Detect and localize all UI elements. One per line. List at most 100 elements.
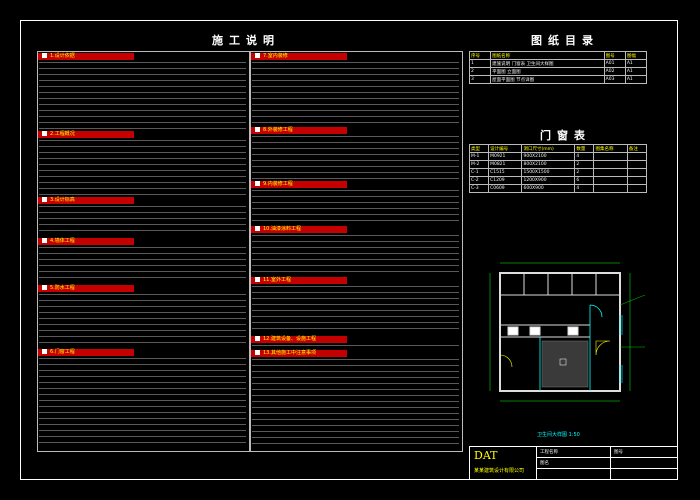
note-rule-line (252, 178, 459, 179)
note-rule-line (39, 86, 246, 87)
note-rule-line (252, 359, 459, 360)
note-rule-line (39, 364, 246, 365)
cell: 4 (574, 184, 595, 193)
door-header: 类型 (468, 144, 490, 153)
section-header: 13.其他施工中注意事项 (251, 350, 347, 357)
cell: C1209 (488, 176, 523, 185)
cell (626, 184, 648, 193)
section-title: 3.设计标高 (50, 197, 75, 203)
note-rule-line (252, 322, 459, 323)
note-rule-line (39, 330, 246, 331)
cell: M-1 (468, 152, 490, 161)
note-rule-line (252, 241, 459, 242)
section-title: 4.墙体工程 (50, 238, 75, 244)
note-rule-line (252, 371, 459, 372)
cell: 1500X1500 (521, 168, 576, 177)
note-rule-line (252, 253, 459, 254)
table-row: 2 平面图 立面图 A02 A1 (468, 67, 648, 76)
cell: 600X900 (521, 184, 576, 193)
notes-column-left (37, 51, 250, 452)
section-header: 2.工程概况 (38, 131, 134, 138)
note-rule-line (39, 382, 246, 383)
note-rule-line (39, 74, 246, 75)
note-rule-line (39, 312, 246, 313)
section-header: 11.室外工程 (251, 277, 347, 284)
tb-divider (536, 447, 537, 479)
note-rule-line (252, 365, 459, 366)
door-header: 设计编号 (488, 144, 523, 153)
note-rule-line (39, 294, 246, 295)
note-rule-line (39, 206, 246, 207)
section-marker-icon (42, 349, 47, 354)
section-marker-icon (255, 53, 260, 58)
note-rule-line (39, 412, 246, 413)
cell: M0821 (488, 160, 523, 169)
door-header: 图集名称 (593, 144, 628, 153)
cell: M-2 (468, 160, 490, 169)
note-rule-line (252, 431, 459, 432)
table-row: 1 建施说明 门窗表 卫生间大样图 A01 A1 (468, 59, 648, 68)
stalls-mid (500, 324, 590, 338)
cell: M0921 (488, 152, 523, 161)
plan-label-text: 卫生间大样图 (537, 432, 568, 438)
drawing-index-table: 序号 图纸名称 图号 图幅 1 建施说明 门窗表 卫生间大样图 A01 A1 2… (468, 51, 648, 84)
section-title: 13.其他施工中注意事项 (263, 350, 316, 356)
note-rule-line (252, 172, 459, 173)
cell: A1 (624, 75, 648, 84)
section-marker-icon (255, 336, 260, 341)
section-header: 1.设计依据 (38, 53, 134, 60)
section-title: 12.建筑设备、设施工程 (263, 336, 316, 342)
note-rule-line (39, 92, 246, 93)
note-rule-line (252, 383, 459, 384)
note-rule-line (252, 235, 459, 236)
note-rule-line (252, 425, 459, 426)
note-rule-line (39, 259, 246, 260)
note-rule-line (39, 230, 246, 231)
tb-divider (610, 447, 611, 479)
note-rule-line (39, 188, 246, 189)
section-header: 6.门窗工程 (38, 349, 134, 356)
note-rule-line (252, 377, 459, 378)
section-header: 12.建筑设备、设施工程 (251, 336, 347, 343)
cell: 1 (468, 59, 492, 68)
note-rule-line (39, 271, 246, 272)
note-rule-line (39, 376, 246, 377)
plan-scale: 1:50 (568, 432, 580, 438)
tb-project-label: 工程名称 (540, 450, 558, 455)
note-rule-line (252, 74, 459, 75)
section-marker-icon (42, 197, 47, 202)
cell (626, 160, 648, 169)
note-rule-line (39, 277, 246, 278)
title-block: DAT 某某建筑设计有限公司 工程名称 图名 图号 (469, 446, 678, 480)
section-header: 3.设计标高 (38, 197, 134, 204)
cell: 800X2100 (521, 160, 576, 169)
section-title: 11.室外工程 (263, 277, 291, 283)
note-rule-line (252, 259, 459, 260)
door-header: 数量 (574, 144, 595, 153)
note-rule-line (252, 142, 459, 143)
tb-drawing-no-label: 图号 (614, 450, 623, 455)
cell (593, 184, 628, 193)
note-rule-line (39, 442, 246, 443)
section-title: 6.门窗工程 (50, 349, 75, 355)
note-rule-line (252, 98, 459, 99)
note-rule-line (252, 92, 459, 93)
plan-label: 卫生间大样图 1:50 (537, 431, 580, 438)
cell (626, 168, 648, 177)
cell (593, 152, 628, 161)
section-header: 8.外装修工程 (251, 127, 347, 134)
cell: 900X2100 (521, 152, 576, 161)
cell: C-3 (468, 184, 490, 193)
note-rule-line (39, 342, 246, 343)
note-rule-line (39, 218, 246, 219)
note-rule-line (252, 443, 459, 444)
note-rule-line (39, 358, 246, 359)
note-rule-line (252, 86, 459, 87)
cell (593, 168, 628, 177)
cell: 3 (468, 75, 492, 84)
cell (626, 152, 648, 161)
section-marker-icon (255, 350, 260, 355)
